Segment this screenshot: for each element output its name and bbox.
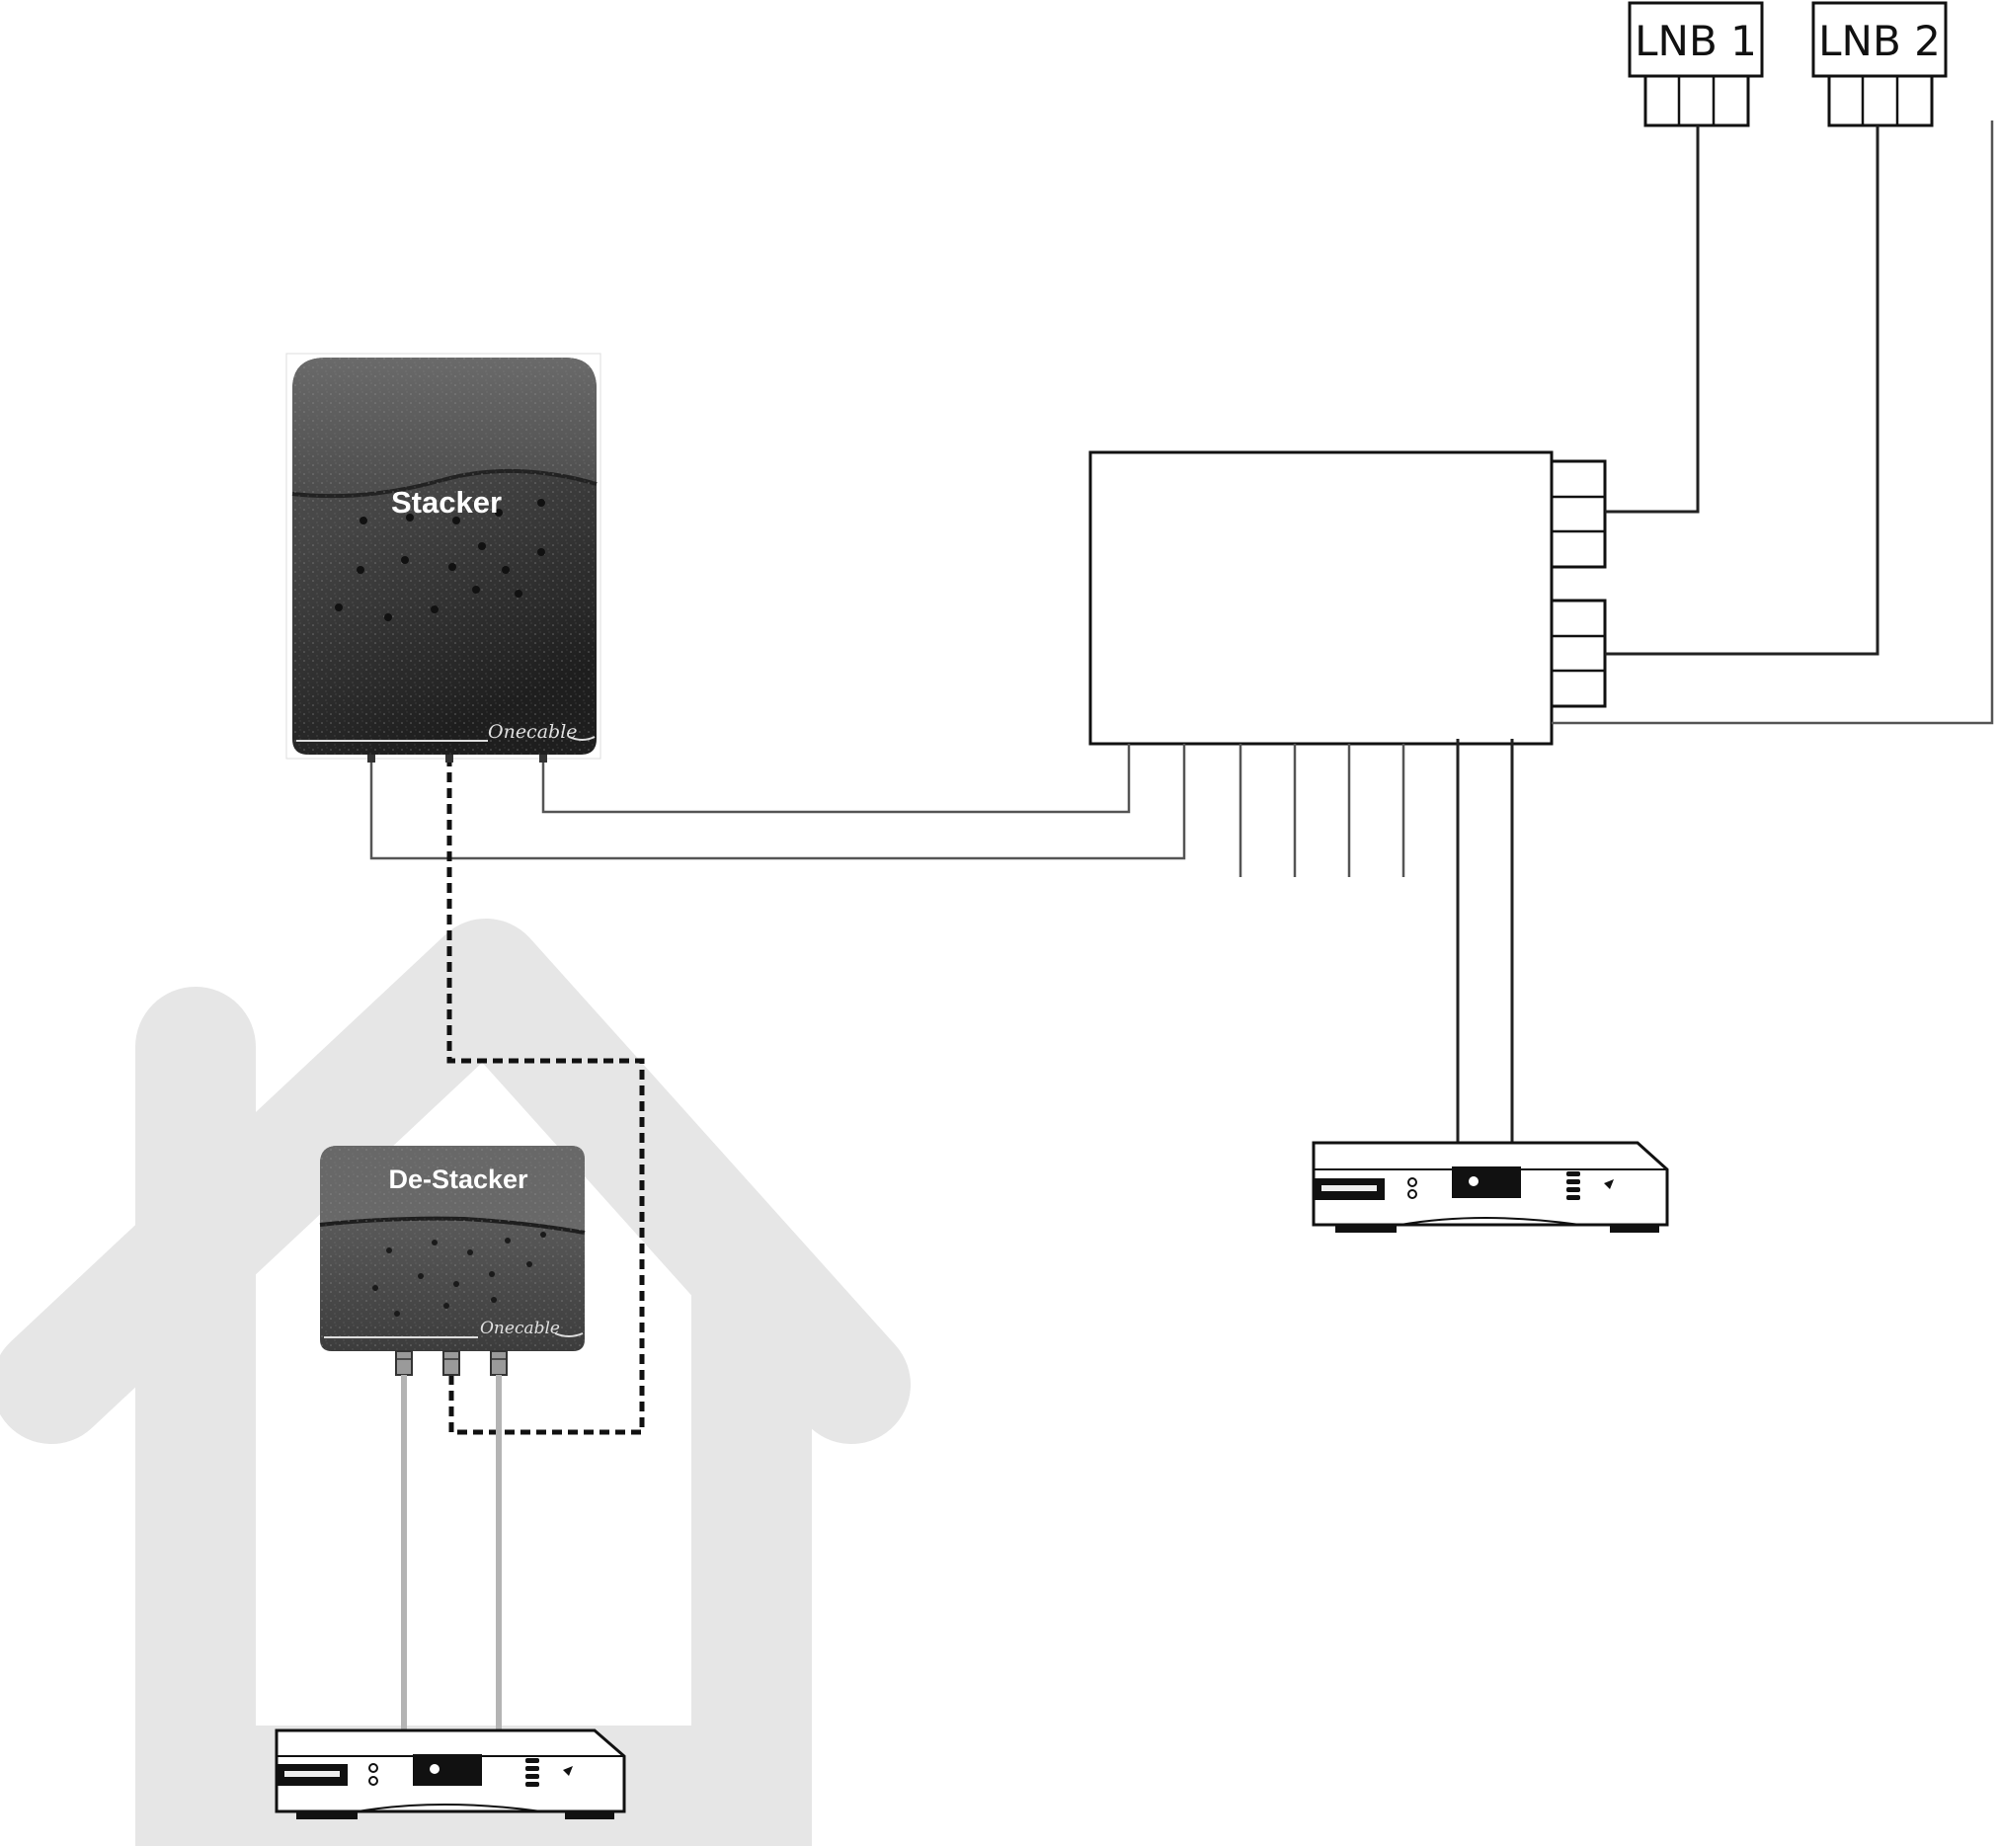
lnb-2-label: LNB 2 [1818,17,1941,65]
stacker-to-multiswitch-cable-1 [541,744,1131,814]
lnb-1-cable [1605,125,1700,514]
multiswitch [1088,450,1607,746]
destacker-device: De-Stacker Onecable [319,1146,586,1376]
single-cable-link [446,757,645,1435]
lnb-2-cable [1605,125,1879,656]
stacker-brand-logo: Onecable [488,721,578,743]
destacker-label: De-Stacker [388,1165,528,1194]
stacker-to-multiswitch-cable-2 [369,744,1186,860]
lnb-2: LNB 2 [1811,1,1948,127]
multiswitch-input-ports-1 [1550,459,1607,569]
stacker-device: Stacker Onecable [285,353,601,763]
stacker-label: Stacker [391,485,502,520]
receiver-2 [275,1728,626,1819]
destacker-connectors [395,1350,508,1376]
multiswitch-input-ports-2 [1550,599,1607,708]
multiswitch-outputs [1239,739,1514,1143]
receiver-1 [1312,1141,1669,1233]
terrestrial-cable [1552,121,1994,725]
lnb-1-label: LNB 1 [1635,17,1757,65]
lnb-1: LNB 1 [1628,1,1764,127]
destacker-brand-logo: Onecable [480,1319,560,1338]
